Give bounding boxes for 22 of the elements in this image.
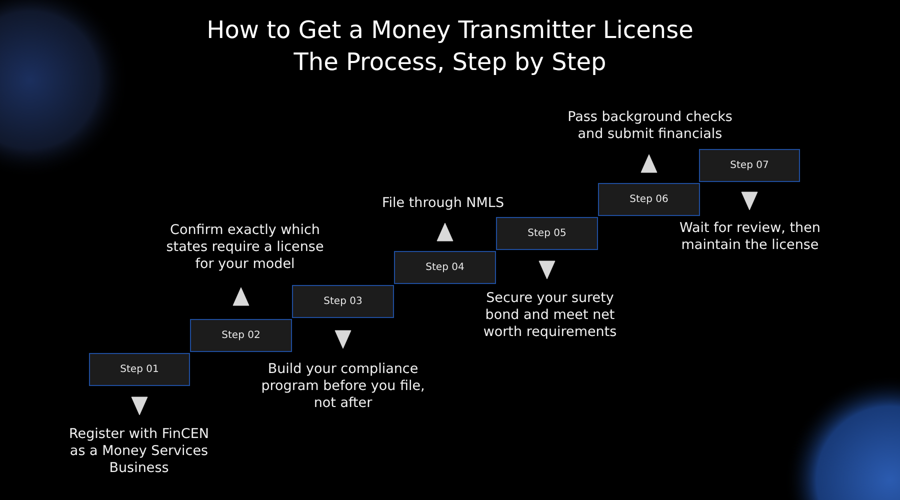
arrow	[436, 222, 454, 242]
arrow	[640, 154, 658, 173]
step-box: Step 01	[89, 353, 190, 386]
step-box: Step 05	[496, 217, 598, 250]
step-box: Step 06	[598, 183, 700, 216]
arrow	[131, 396, 148, 416]
step-description: File through NMLS	[373, 195, 513, 213]
step-box: Step 04	[394, 251, 496, 284]
step-description: Confirm exactly which states require a license for your model	[155, 222, 335, 274]
arrow	[741, 192, 758, 210]
arrow	[334, 330, 352, 349]
step-box: Step 07	[699, 149, 800, 182]
step-description: Secure your surety bond and meet net worth requirements	[470, 290, 630, 342]
step-box: Step 02	[190, 319, 292, 352]
step-box: Step 03	[292, 285, 394, 318]
step-description: Register with FinCEN as a Money Services Business	[64, 426, 214, 478]
arrow	[232, 287, 250, 306]
step-description: Wait for review, then maintain the license	[665, 220, 835, 255]
step-description: Pass background checks and submit financials	[555, 109, 745, 144]
title: How to Get a Money Transmitter License The Process, Step by Step	[206, 15, 694, 78]
step-description: Build your compliance program before you file, not after	[253, 361, 433, 413]
arrow	[538, 260, 556, 280]
